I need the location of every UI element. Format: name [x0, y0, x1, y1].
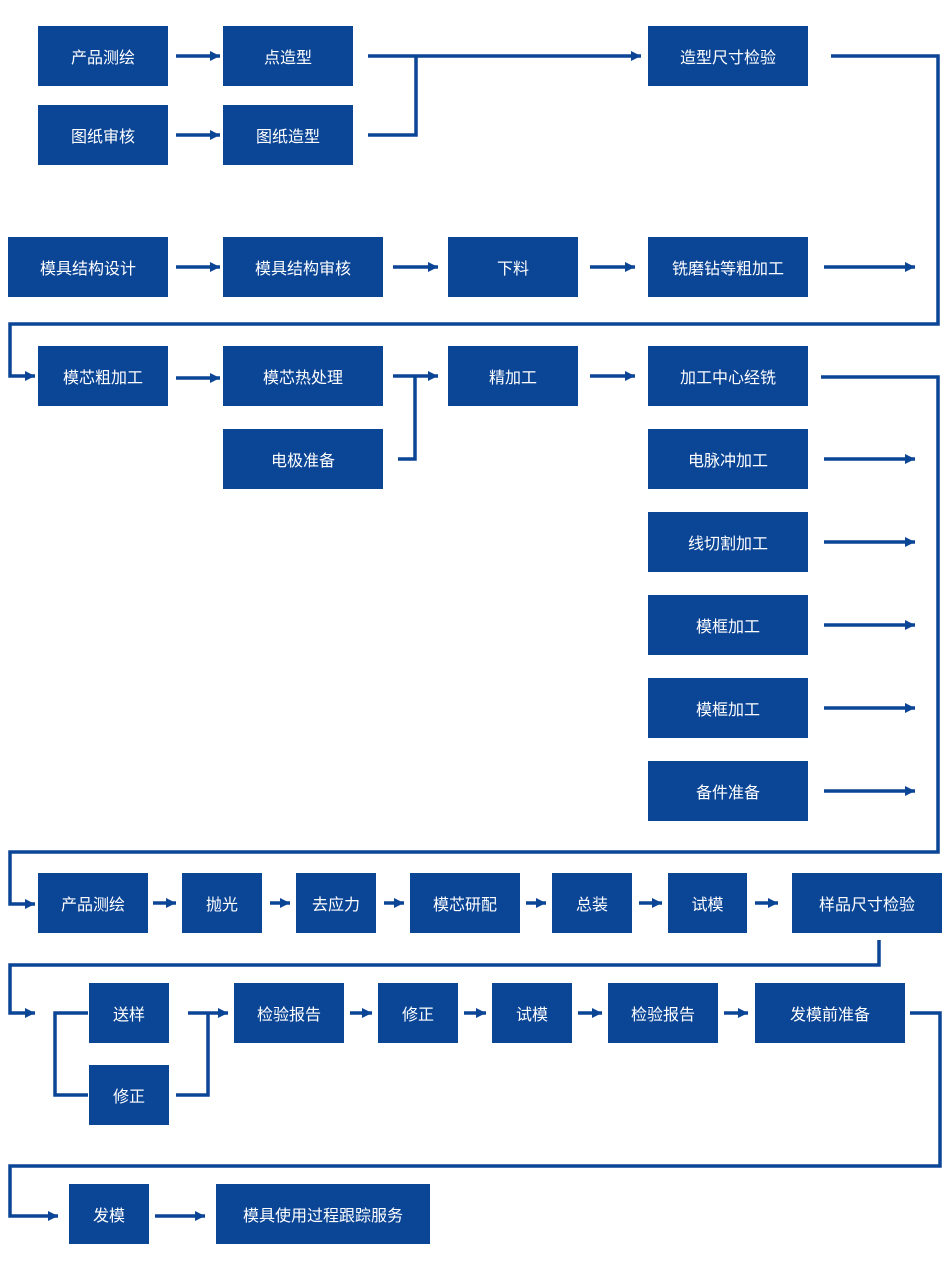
- step-polishing: 抛光: [182, 873, 262, 933]
- step-modeling-dim-check: 造型尺寸检验: [648, 26, 808, 86]
- step-point-modeling: 点造型: [223, 26, 353, 86]
- merge-correction-line: [176, 1013, 210, 1097]
- step-send-sample: 送样: [89, 983, 169, 1043]
- step-blanking: 下料: [448, 237, 578, 297]
- step-product-survey-1: 产品测绘: [38, 26, 168, 86]
- step-sample-dim-check: 样品尺寸检验: [792, 873, 942, 933]
- step-spare-parts-prep: 备件准备: [648, 761, 808, 821]
- step-correction-1: 修正: [89, 1065, 169, 1125]
- connector-cnc-down: [8, 375, 940, 909]
- step-edm: 电脉冲加工: [648, 429, 808, 489]
- step-inspection-report-2: 检验报告: [608, 983, 718, 1043]
- step-rough-machining: 铣磨钻等粗加工: [648, 237, 808, 297]
- step-core-rough-machining: 模芯粗加工: [38, 346, 168, 406]
- step-after-service: 模具使用过程跟踪服务: [216, 1184, 430, 1244]
- step-core-heat-treatment: 模芯热处理: [223, 346, 383, 406]
- step-ship-mold: 发模: [69, 1184, 149, 1244]
- step-drawing-modeling: 图纸造型: [223, 105, 353, 165]
- step-correction-2: 修正: [378, 983, 458, 1043]
- step-stress-relief: 去应力: [296, 873, 376, 933]
- merge-electrode-line: [398, 376, 417, 461]
- step-finish-machining: 精加工: [448, 346, 578, 406]
- step-assembly: 总装: [552, 873, 632, 933]
- step-electrode-prep: 电极准备: [223, 429, 383, 489]
- step-cnc-milling: 加工中心经铣: [648, 346, 808, 406]
- step-drawing-review: 图纸审核: [38, 105, 168, 165]
- step-inspection-report-1: 检验报告: [234, 983, 344, 1043]
- step-trial-2: 试模: [492, 983, 572, 1043]
- step-trial-1: 试模: [668, 873, 747, 933]
- merge-drawmodel-line: [368, 56, 418, 137]
- connector-prep-down: [8, 1011, 942, 1221]
- step-mold-frame-2: 模框加工: [648, 678, 808, 738]
- loop-sample-correction: [53, 1011, 88, 1097]
- step-wire-cut: 线切割加工: [648, 512, 808, 572]
- step-mold-structure-design: 模具结构设计: [8, 237, 168, 297]
- step-mold-frame-1: 模框加工: [648, 595, 808, 655]
- connector-dimcheck-down: [8, 54, 940, 381]
- step-pre-shipment-prep: 发模前准备: [755, 983, 905, 1043]
- step-core-fitting: 模芯研配: [410, 873, 520, 933]
- connector-samplecheck-down: [8, 940, 881, 1018]
- step-product-survey-2: 产品测绘: [38, 873, 148, 933]
- step-mold-structure-review: 模具结构审核: [223, 237, 383, 297]
